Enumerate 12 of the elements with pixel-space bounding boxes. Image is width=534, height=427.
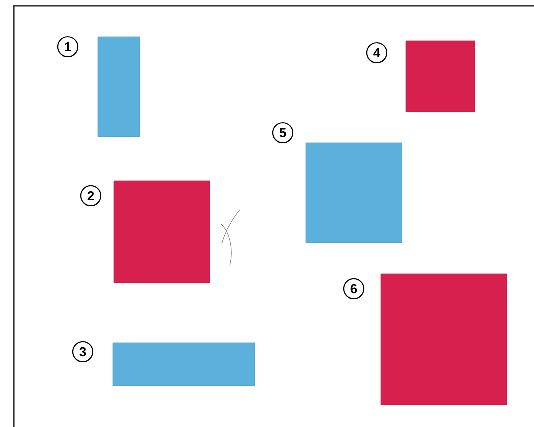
square — [406, 40, 476, 112]
square — [114, 180, 210, 284]
callout-number: 4 — [366, 42, 388, 64]
rectangle — [98, 36, 140, 138]
callout-number: 3 — [72, 341, 94, 363]
callout-number: 1 — [57, 36, 79, 58]
callout-number: 5 — [272, 122, 294, 144]
callout-number: 6 — [343, 278, 365, 300]
callout-number: 2 — [80, 185, 102, 207]
square — [306, 142, 402, 244]
rectangle — [112, 342, 256, 386]
square — [380, 274, 508, 406]
